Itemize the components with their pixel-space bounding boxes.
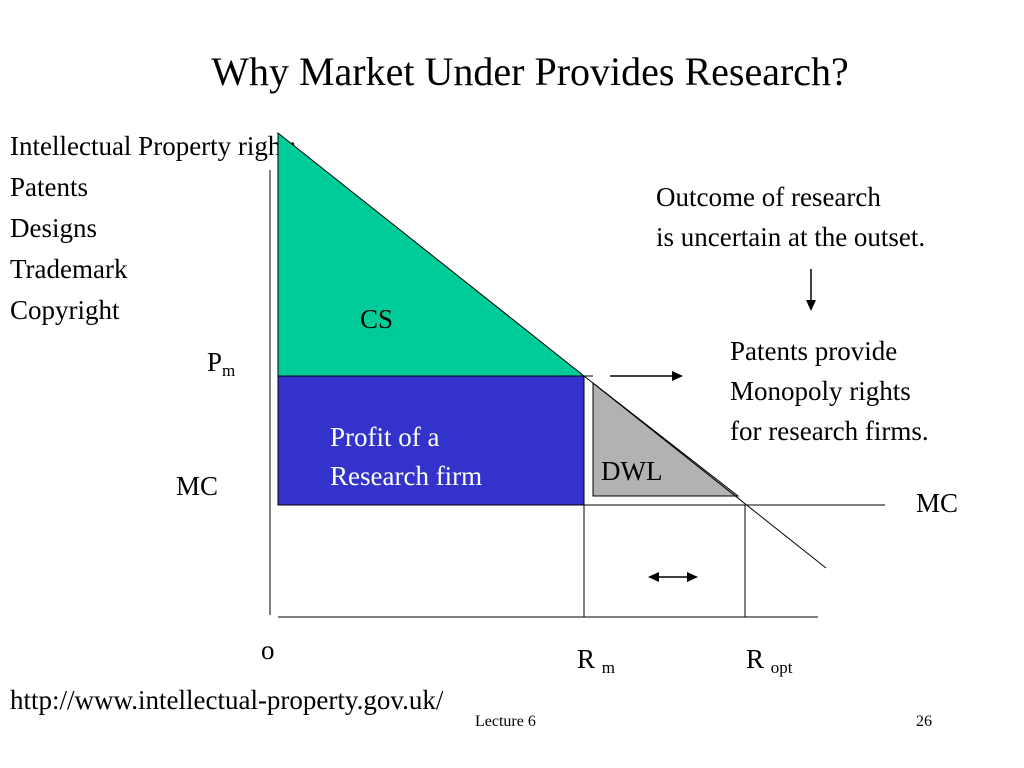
rm-label-sub: m <box>601 658 615 677</box>
outcome-line: Outcome of research <box>656 182 881 212</box>
ropt-label: R opt <box>746 643 793 684</box>
ip-url-link[interactable]: http://www.intellectual-property.gov.uk/ <box>10 685 444 715</box>
demand-curve <box>583 375 827 569</box>
profit-label-line: Research firm <box>330 461 483 491</box>
patents-line: Patents provide <box>730 336 898 366</box>
origin-label: o <box>261 635 275 665</box>
ropt-label-sub: opt <box>770 658 793 677</box>
dwl-label: DWL <box>601 456 663 486</box>
patents-line: for research firms. <box>730 416 929 446</box>
pm-label-main: P <box>207 347 223 377</box>
profit-label-line: Profit of a <box>330 422 440 452</box>
arrow-down-head <box>806 300 816 311</box>
mc-label-left: MC <box>176 471 219 501</box>
cs-label: CS <box>360 304 394 334</box>
pm-label: Pm <box>207 346 235 387</box>
footer-lecture: Lecture 6 <box>475 713 536 730</box>
page-number: 26 <box>916 713 932 730</box>
outcome-line: is uncertain at the outset. <box>656 222 926 252</box>
patents-annotation: Patents provide Monopoly rights for rese… <box>730 331 929 451</box>
ip-rights-item: Designs <box>10 213 97 243</box>
ropt-label-main: R <box>746 644 765 674</box>
profit-label: Profit of a Research firm <box>330 418 482 496</box>
ip-rights-list: Intellectual Property right: Patents Des… <box>10 126 296 331</box>
ip-rights-item: Patents <box>10 172 88 202</box>
cs-region <box>277 131 586 377</box>
ip-rights-heading: Intellectual Property right: <box>10 131 297 161</box>
double-arrow-left-head <box>648 572 659 582</box>
slide-title: Why Market Under Provides Research? <box>211 49 849 94</box>
mc-label-right: MC <box>916 488 959 518</box>
ip-rights-item: Trademark <box>10 254 128 284</box>
arrow-right-head <box>672 371 683 381</box>
rm-label-main: R <box>577 644 596 674</box>
double-arrow-right-head <box>687 572 698 582</box>
ip-rights-item: Copyright <box>10 295 120 325</box>
dwl-region <box>592 381 740 497</box>
patents-line: Monopoly rights <box>730 376 911 406</box>
outcome-annotation: Outcome of research is uncertain at the … <box>656 177 925 257</box>
rm-label: R m <box>577 643 615 684</box>
pm-label-sub: m <box>222 361 236 380</box>
